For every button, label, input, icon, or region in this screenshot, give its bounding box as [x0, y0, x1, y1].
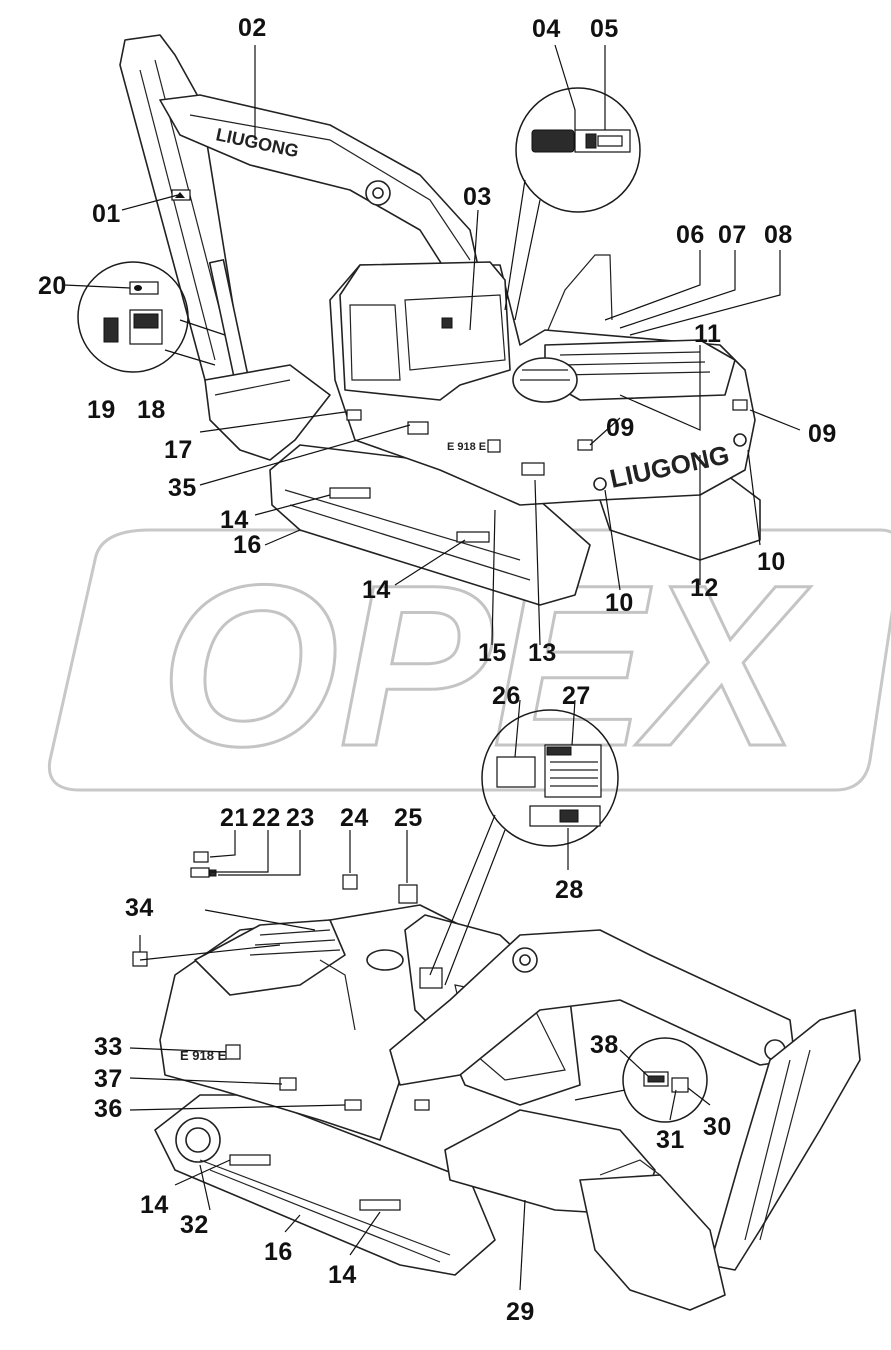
- callout-16-b: 16: [264, 1238, 293, 1266]
- callout-21: 21: [220, 804, 249, 832]
- excavator-lower-view: E 918 E: [154, 904, 861, 1311]
- callout-13: 13: [528, 639, 557, 667]
- callout-22: 22: [252, 804, 281, 832]
- callout-30: 30: [703, 1113, 732, 1141]
- excavator-upper-view: LIUGONG LIUGONG E 918 E: [119, 34, 761, 606]
- callout-28: 28: [555, 876, 584, 904]
- decal-24-icon: [342, 874, 358, 890]
- lower-arm: [709, 1009, 861, 1271]
- callout-numbers: 01 02 03 04 05 06 07 08 09 09 10 10 11 1…: [38, 14, 837, 1326]
- callout-10-b: 10: [757, 548, 786, 576]
- callout-14-a: 14: [220, 506, 249, 534]
- callout-07: 07: [718, 221, 747, 249]
- detail-21-23: [190, 851, 217, 878]
- callout-38: 38: [590, 1031, 619, 1059]
- callout-16-a: 16: [233, 531, 262, 559]
- callout-detail-26-28: [429, 709, 619, 986]
- callout-10-a: 10: [605, 589, 634, 617]
- callout-detail-30-31-38: [574, 1037, 708, 1123]
- callout-20: 20: [38, 272, 67, 300]
- callout-15: 15: [478, 639, 507, 667]
- callout-14-d: 14: [328, 1261, 357, 1289]
- callout-31: 31: [656, 1126, 685, 1154]
- lower-left-track: [154, 1094, 496, 1276]
- callout-09-b: 09: [808, 420, 837, 448]
- bucket: [204, 364, 331, 461]
- callout-27: 27: [562, 682, 591, 710]
- model-text-upper: E 918 E: [447, 441, 486, 453]
- callout-03: 03: [463, 183, 492, 211]
- leader-lines: [63, 44, 801, 1291]
- callout-12: 12: [690, 574, 719, 602]
- callout-11: 11: [694, 320, 721, 348]
- callout-32: 32: [180, 1211, 209, 1239]
- callout-35: 35: [168, 474, 197, 502]
- callout-29: 29: [506, 1298, 535, 1326]
- lower-engine-hood: [194, 919, 346, 996]
- callout-37: 37: [94, 1065, 123, 1093]
- callout-detail-18-20: [77, 261, 226, 373]
- callout-detail-04-05: [504, 87, 641, 321]
- callout-01: 01: [92, 200, 121, 228]
- callout-08: 08: [764, 221, 793, 249]
- callout-18: 18: [137, 396, 166, 424]
- callout-24: 24: [340, 804, 369, 832]
- decal-25-icon: [398, 884, 418, 904]
- callout-04: 04: [532, 15, 561, 43]
- callout-26: 26: [492, 682, 521, 710]
- callout-36: 36: [94, 1095, 123, 1123]
- callout-23: 23: [286, 804, 315, 832]
- callout-17: 17: [164, 436, 193, 464]
- callout-14-b: 14: [362, 576, 391, 604]
- lower-bucket: [579, 1174, 726, 1311]
- callout-05: 05: [590, 15, 619, 43]
- callout-19: 19: [87, 396, 116, 424]
- callout-14-c: 14: [140, 1191, 169, 1219]
- callout-02: 02: [238, 14, 267, 42]
- callout-25: 25: [394, 804, 423, 832]
- callout-33: 33: [94, 1033, 123, 1061]
- callout-06: 06: [676, 221, 705, 249]
- callout-34: 34: [125, 894, 154, 922]
- callout-09-a: 09: [606, 414, 635, 442]
